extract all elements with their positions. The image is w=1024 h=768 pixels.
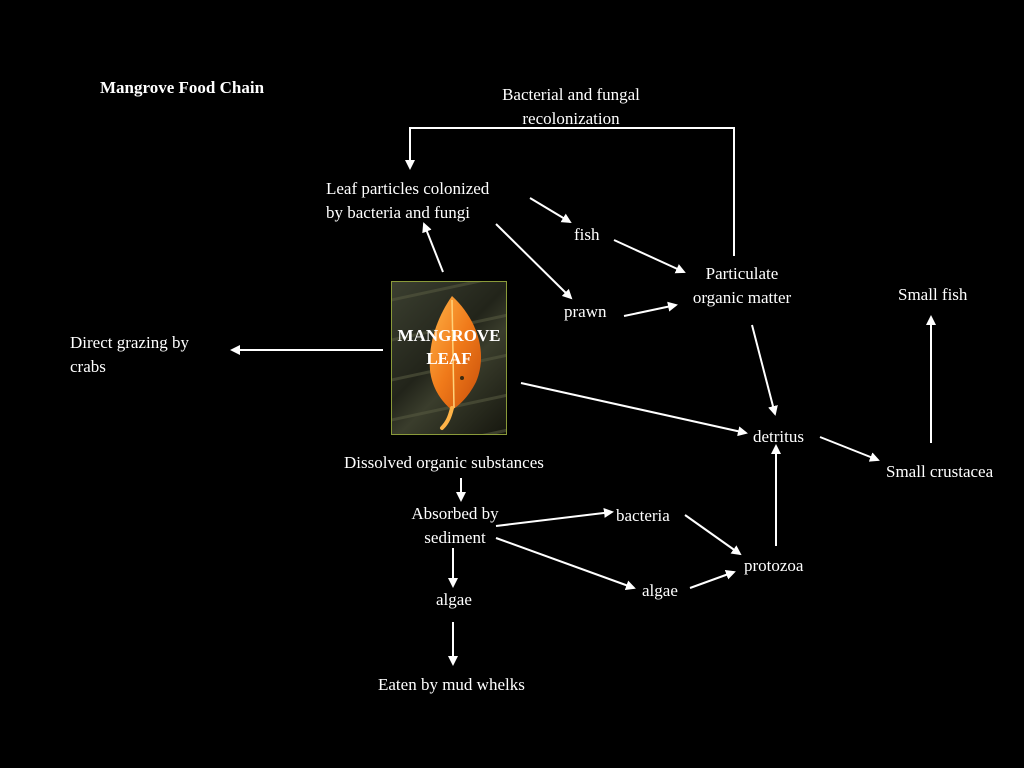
node-dissolved-organic: Dissolved organic substances xyxy=(344,453,544,472)
node-leaf-particles: Leaf particles colonized by bacteria and… xyxy=(326,179,490,222)
node-bacteria: bacteria xyxy=(616,506,670,525)
node-particulate-organic-matter: Particulate organic matter xyxy=(692,264,792,307)
arrow-detritus-to-crustacea xyxy=(819,436,880,462)
node-mud-whelks: Eaten by mud whelks xyxy=(378,675,525,694)
node-algae-left: algae xyxy=(436,590,472,609)
arrow-prawn-to-particulate xyxy=(623,301,678,317)
node-absorbed-by-sediment: Absorbed by sediment xyxy=(411,504,499,547)
node-fish: fish xyxy=(574,225,600,244)
arrow-fish-to-particulate xyxy=(613,239,686,274)
arrow-bacteria-to-protozoa xyxy=(684,514,742,556)
node-recolonization: Bacterial and fungal recolonization xyxy=(502,85,640,128)
arrow-particles-to-prawn xyxy=(495,223,573,300)
arrow-particles-to-fish xyxy=(529,197,572,224)
node-direct-grazing: Direct grazing by crabs xyxy=(70,333,189,376)
node-small-fish: Small fish xyxy=(898,285,968,304)
arrow-algae-to-protozoa xyxy=(689,570,736,589)
node-protozoa: protozoa xyxy=(744,556,804,575)
page-title: Mangrove Food Chain xyxy=(100,78,265,97)
node-detritus: detritus xyxy=(753,427,804,446)
arrow-leaf-to-particles xyxy=(422,222,444,273)
arrow-leaf-to-detritus xyxy=(520,382,748,437)
arrow-particulate-to-detritus xyxy=(751,324,778,416)
mangrove-leaf-image xyxy=(391,281,507,435)
arrow-absorbed-to-algae-right xyxy=(495,537,636,590)
node-prawn: prawn xyxy=(564,302,607,321)
node-algae-right: algae xyxy=(642,581,678,600)
arrow-recolonization-loop xyxy=(405,127,735,256)
node-small-crustacea: Small crustacea xyxy=(886,462,994,481)
mangrove-leaf-label: MANGROVE LEAF xyxy=(397,326,501,368)
arrow-absorbed-to-bacteria xyxy=(495,507,614,527)
